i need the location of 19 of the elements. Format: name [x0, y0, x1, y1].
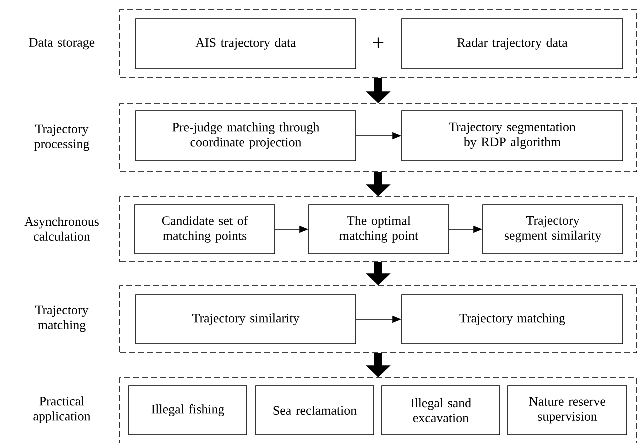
- process-box: The optimal matching point: [308, 204, 450, 254]
- process-box: Nature reserve supervision: [508, 386, 628, 436]
- process-box: Pre-judge matching through coordinate projection: [136, 110, 356, 162]
- process-box: Illegal fishing: [128, 386, 248, 436]
- process-box: Trajectory similarity: [136, 294, 356, 344]
- group-label: Trajectory matching: [36, 306, 89, 332]
- group-label: Asynchronous calculation: [24, 216, 99, 242]
- process-box: Candidate set of matching points: [134, 204, 276, 254]
- group-label: Trajectory processing: [34, 124, 90, 152]
- process-box: Illegal sand excavation: [382, 386, 500, 436]
- process-box: Trajectory segmentation by RDP algorithm: [402, 110, 624, 162]
- group-label: Practical application: [34, 396, 91, 424]
- process-box: Trajectory segment similarity: [482, 204, 624, 254]
- process-box: Trajectory matching: [402, 294, 624, 344]
- plus-sign: +: [373, 38, 384, 48]
- group-label: Data storage: [29, 38, 95, 50]
- process-box: Radar trajectory data: [402, 18, 624, 70]
- process-box: AIS trajectory data: [136, 18, 356, 70]
- process-box: Sea reclamation: [256, 386, 374, 436]
